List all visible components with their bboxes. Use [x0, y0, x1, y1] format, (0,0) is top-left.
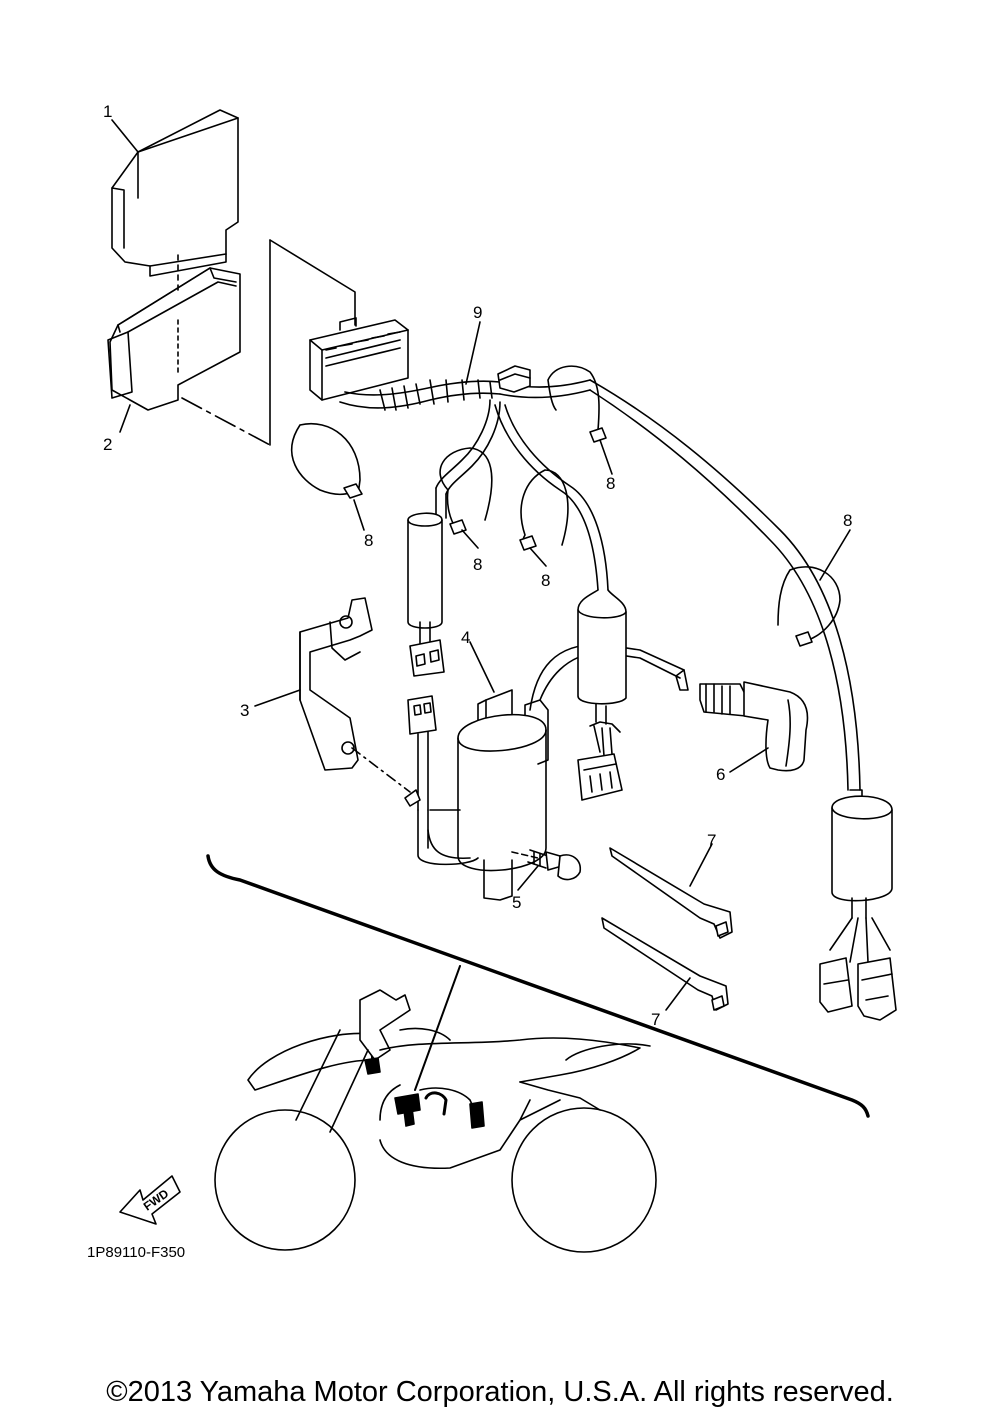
- copyright-notice: ©2013 Yamaha Motor Corporation, U.S.A. A…: [106, 1376, 894, 1408]
- ignition-coil: [404, 643, 689, 901]
- band-upper: [609, 847, 733, 939]
- cable-tie-upper-left: [290, 423, 363, 499]
- callout-7-lower: 7: [651, 1010, 660, 1029]
- harness-connector: [309, 317, 409, 401]
- cdi-bracket: [107, 254, 241, 411]
- band-lower: [601, 917, 729, 1011]
- callout-leaders: [111, 119, 851, 1011]
- connector-plug: [407, 487, 447, 677]
- callout-8-right: 8: [843, 511, 852, 530]
- callout-3: 3: [240, 701, 249, 720]
- callout-5: 5: [512, 893, 521, 912]
- coil-bracket: [299, 597, 411, 793]
- fwd-arrow-icon: [119, 1175, 181, 1225]
- motorcycle-illustration: [214, 989, 657, 1253]
- cable-tie-center-1: [439, 447, 493, 535]
- spark-plug-cap: [699, 681, 809, 772]
- callout-2: 2: [103, 435, 112, 454]
- callout-1: 1: [103, 102, 112, 121]
- connector-socket: [407, 695, 437, 811]
- sensor-connector-middle: [577, 589, 627, 801]
- location-indicator: [206, 854, 870, 1118]
- cable-tie-upper-right: [547, 365, 607, 443]
- cable-tie-right: [777, 566, 841, 647]
- callout-7-upper: 7: [707, 831, 716, 850]
- callout-8-left: 8: [364, 531, 373, 550]
- callout-6: 6: [716, 765, 725, 784]
- wire-harness: [339, 365, 861, 791]
- bolt: [511, 849, 582, 881]
- callout-8-center-2: 8: [541, 571, 550, 590]
- connector-guide-lines: [181, 239, 356, 446]
- sensor-connector-right: [819, 789, 897, 1021]
- callout-9: 9: [473, 303, 482, 322]
- callout-4: 4: [461, 628, 470, 647]
- cable-tie-center-2: [519, 469, 569, 551]
- cdi-unit: [111, 109, 239, 277]
- part-code: 1P89110-F350: [87, 1244, 185, 1261]
- callout-8-center-1: 8: [473, 555, 482, 574]
- callout-8-upper-right: 8: [606, 474, 615, 493]
